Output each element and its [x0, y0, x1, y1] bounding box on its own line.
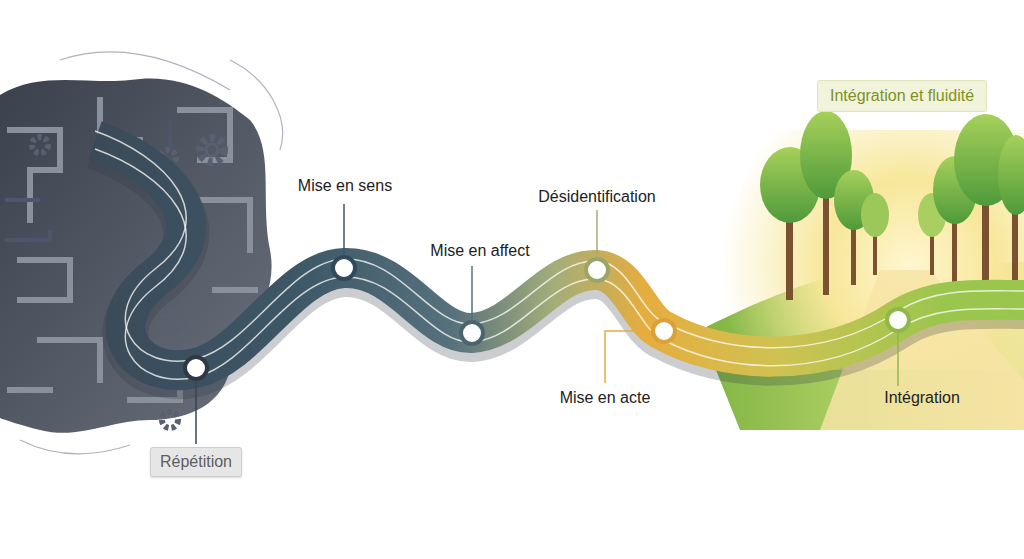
stage-box: Répétition: [150, 447, 242, 477]
maze: [0, 52, 283, 454]
stage-text: Répétition: [160, 453, 232, 471]
road: [95, 131, 1024, 379]
stage-label: Mise en sens: [298, 176, 392, 196]
stage-label: Mise en affect: [430, 241, 529, 261]
goal-box: Intégration et fluidité: [817, 80, 987, 112]
stage-text: Intégration et fluidité: [830, 87, 974, 105]
stage-label: Intégration: [884, 388, 960, 408]
stage-label: Désidentification: [538, 187, 655, 207]
leader-lines: [196, 204, 898, 444]
stage-label: Mise en acte: [560, 388, 651, 408]
station-markers: [185, 257, 909, 379]
